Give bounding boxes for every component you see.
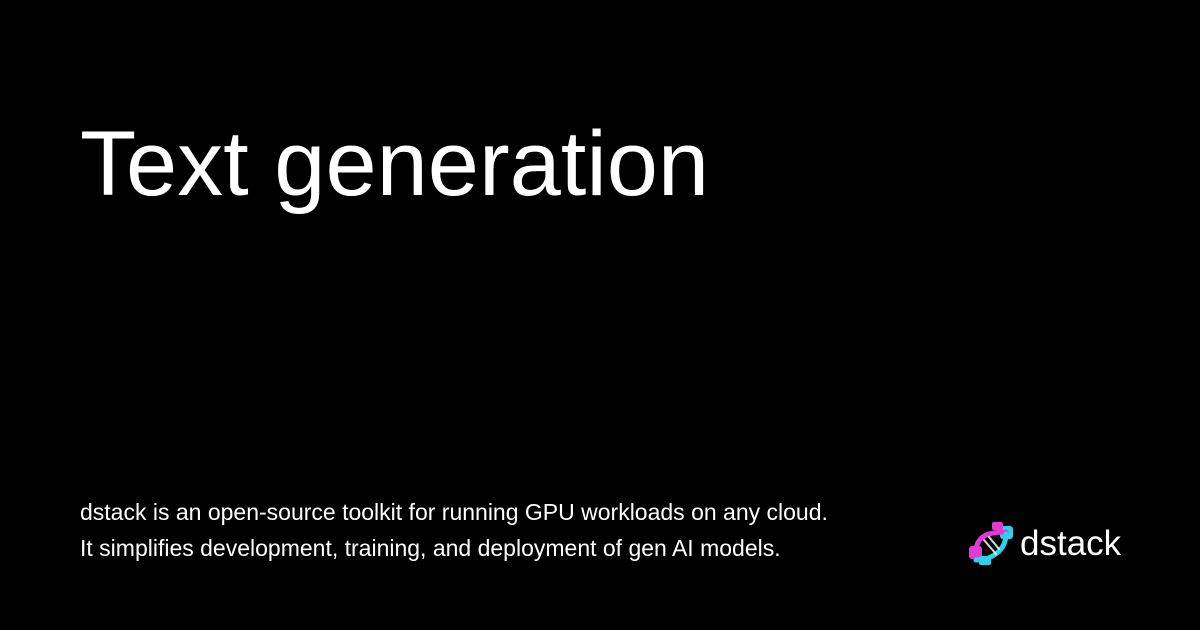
description: dstack is an open-source toolkit for run…	[80, 494, 900, 566]
dstack-logo-icon	[969, 522, 1013, 565]
brand-logo: dstack	[968, 518, 1121, 570]
description-line-1: dstack is an open-source toolkit for run…	[80, 499, 828, 525]
brand-name: dstack	[1020, 524, 1122, 563]
page-title: Text generation	[80, 113, 710, 215]
description-line-2: It simplifies development, training, and…	[80, 535, 781, 561]
